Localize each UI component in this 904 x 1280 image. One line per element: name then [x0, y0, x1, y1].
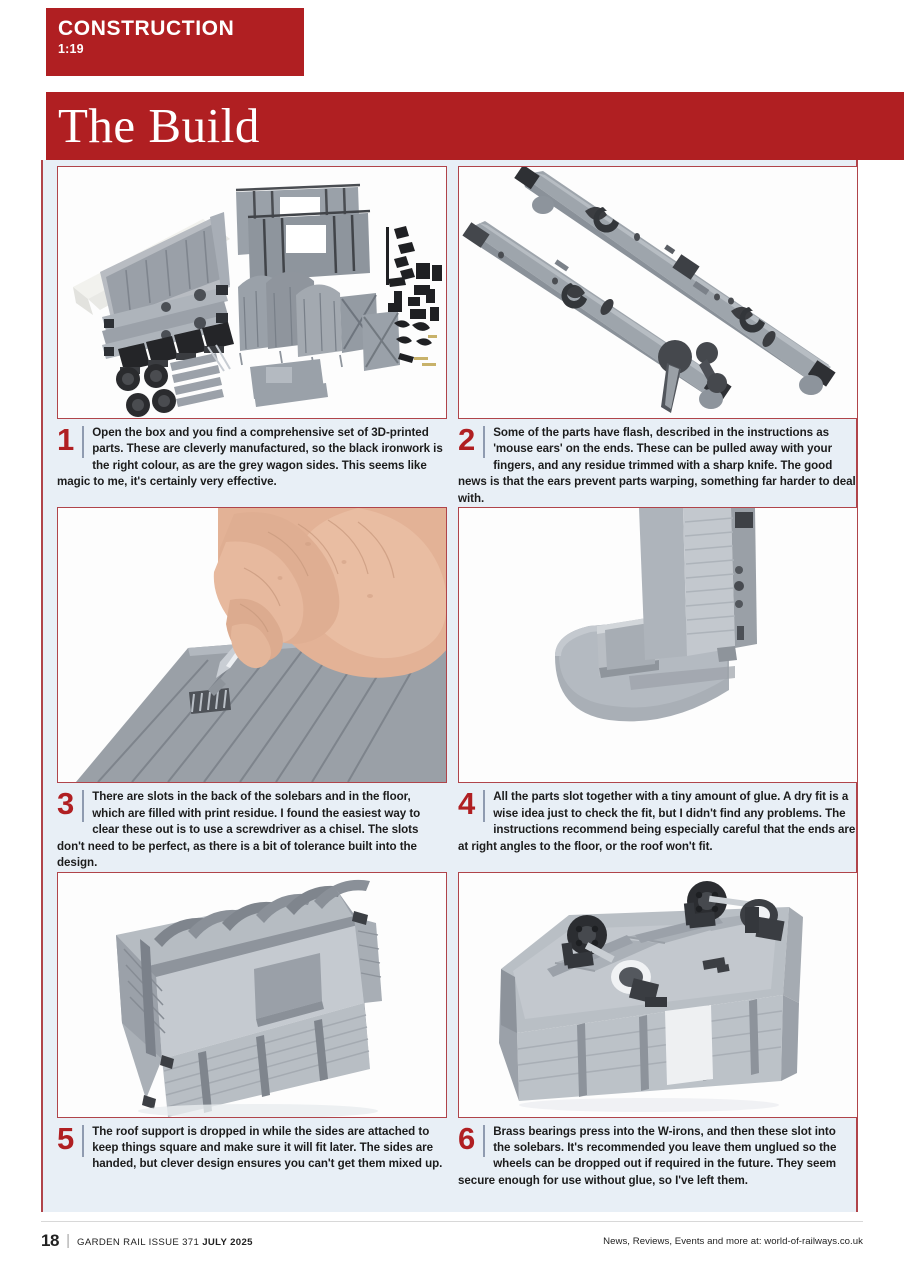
step-6-caption: 6 Brass bearings press into the W-irons,…	[458, 1118, 858, 1190]
issue-date: JULY 2025	[202, 1236, 253, 1248]
assembled-body-with-roof-supports-image	[58, 872, 446, 1117]
step-3-number: 3	[57, 788, 85, 823]
step-3-figure	[57, 507, 447, 784]
wagon-underside-with-wheelsets-image	[459, 872, 857, 1117]
step-6: 6 Brass bearings press into the W-irons,…	[458, 871, 858, 1190]
footer-rule	[41, 1221, 863, 1222]
step-4-text: All the parts slot together with a tiny …	[458, 790, 856, 853]
step-5-text: The roof support is dropped in while the…	[92, 1124, 443, 1171]
end-panel-at-right-angle-to-floor-image	[459, 508, 857, 783]
step-2-figure	[458, 166, 858, 419]
3d-printed-parts-laid-out-image	[58, 167, 446, 418]
kicker-title: CONSTRUCTION	[58, 17, 235, 40]
step-1-figure	[57, 166, 447, 419]
step-5-number: 5	[57, 1123, 85, 1157]
footer-website: News, Reviews, Events and more at: world…	[603, 1236, 863, 1247]
steps-grid: 1 Open the box and you find a comprehens…	[57, 166, 858, 1189]
step-6-number: 6	[458, 1123, 486, 1157]
step-1-caption: 1 Open the box and you find a comprehens…	[57, 419, 447, 491]
page-title: The Build	[58, 98, 260, 153]
solebars-with-mouse-ears-image	[459, 167, 857, 418]
steps-container: 1 Open the box and you find a comprehens…	[57, 166, 858, 1206]
step-4-number: 4	[458, 788, 486, 823]
magazine-issue: GARDEN RAIL ISSUE 371	[77, 1236, 203, 1248]
step-6-figure	[458, 871, 858, 1118]
step-2-text: Some of the parts have flash, described …	[458, 426, 856, 505]
footer-left: 18 | GARDEN RAIL ISSUE 371 JULY 2025	[41, 1232, 253, 1249]
step-1-number: 1	[57, 424, 85, 458]
step-5-figure	[57, 871, 447, 1118]
step-4-figure	[458, 507, 858, 784]
page-number: 18	[41, 1231, 60, 1250]
step-2: 2 Some of the parts have flash, describe…	[458, 166, 858, 507]
section-kicker: CONSTRUCTION 1:19	[46, 8, 304, 76]
step-6-text: Brass bearings press into the W-irons, a…	[458, 1124, 837, 1187]
step-5: 5 The roof support is dropped in while t…	[57, 871, 447, 1190]
step-5-caption: 5 The roof support is dropped in while t…	[57, 1118, 447, 1173]
footer-divider: |	[66, 1232, 71, 1249]
step-2-caption: 2 Some of the parts have flash, describe…	[458, 419, 858, 507]
page-footer: 18 | GARDEN RAIL ISSUE 371 JULY 2025 New…	[41, 1232, 863, 1254]
step-4: 4 All the parts slot together with a tin…	[458, 507, 858, 871]
step-2-number: 2	[458, 424, 486, 458]
step-1: 1 Open the box and you find a comprehens…	[57, 166, 447, 507]
step-3-text: There are slots in the back of the soleb…	[57, 790, 421, 870]
step-3-caption: 3 There are slots in the back of the sol…	[57, 783, 447, 871]
step-4-caption: 4 All the parts slot together with a tin…	[458, 783, 858, 855]
footer-magazine-info: GARDEN RAIL ISSUE 371 JULY 2025	[77, 1234, 253, 1248]
step-1-text: Open the box and you find a comprehensiv…	[57, 426, 443, 489]
kicker-subtitle: 1:19	[58, 42, 84, 57]
title-banner: The Build	[46, 92, 904, 160]
hand-clearing-slots-with-screwdriver-image	[58, 508, 446, 783]
step-3: 3 There are slots in the back of the sol…	[57, 507, 447, 871]
